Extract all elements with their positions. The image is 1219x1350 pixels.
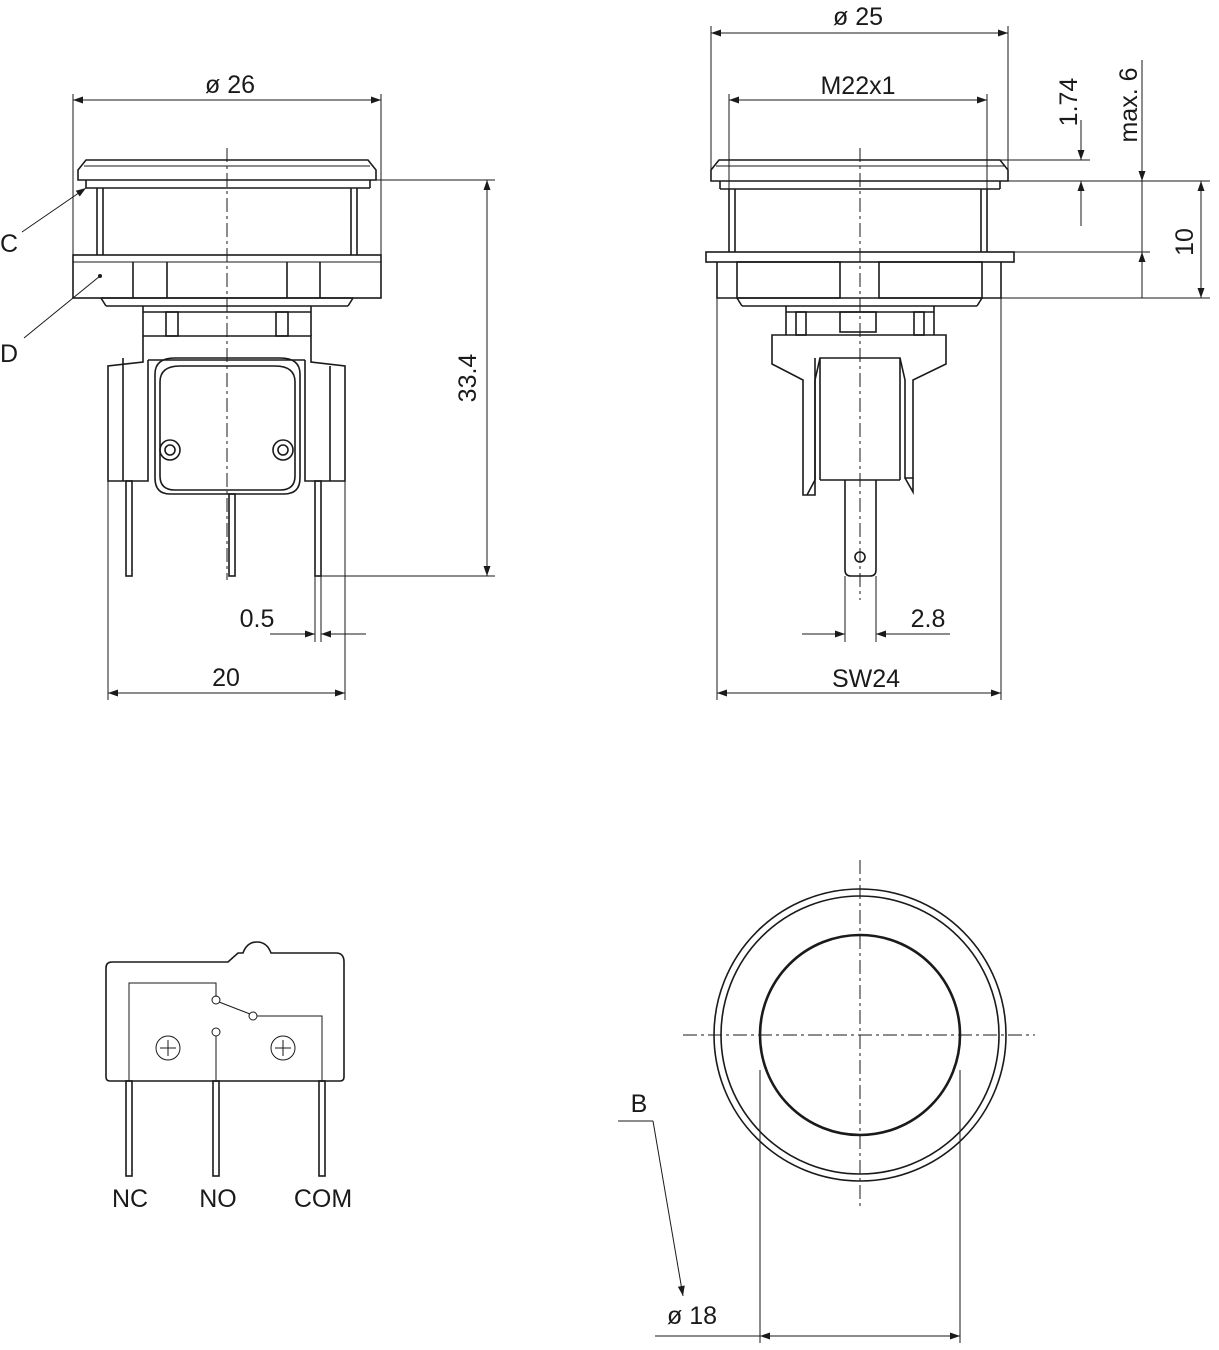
terminal-com-label: COM <box>294 1185 352 1213</box>
side-diameter-label: ø 25 <box>833 3 883 31</box>
front-diameter-label: ø 26 <box>205 71 255 99</box>
top-view <box>618 860 1035 1343</box>
button-diameter-label: ø 18 <box>667 1302 717 1330</box>
terminal-nc-label: NC <box>112 1185 148 1213</box>
front-view <box>21 94 495 700</box>
callout-c-label: C <box>0 230 18 258</box>
side-view <box>705 26 1210 700</box>
wrench-size-label: SW24 <box>832 665 900 693</box>
thread-label: M22x1 <box>820 72 895 100</box>
pin-thickness-label: 0.5 <box>240 605 275 633</box>
pin-width-label: 2.8 <box>911 605 946 633</box>
total-height-label: 33.4 <box>454 354 482 403</box>
callout-d-label: D <box>0 340 18 368</box>
terminal-no-label: NO <box>199 1185 237 1213</box>
max-travel-label: max. 6 <box>1115 67 1143 142</box>
body-height-label: 10 <box>1171 228 1199 256</box>
callout-b-label: B <box>631 1090 648 1118</box>
flange-thickness-label: 1.74 <box>1055 78 1083 127</box>
switch-schematic <box>105 941 345 1177</box>
pin-span-label: 20 <box>212 664 240 692</box>
